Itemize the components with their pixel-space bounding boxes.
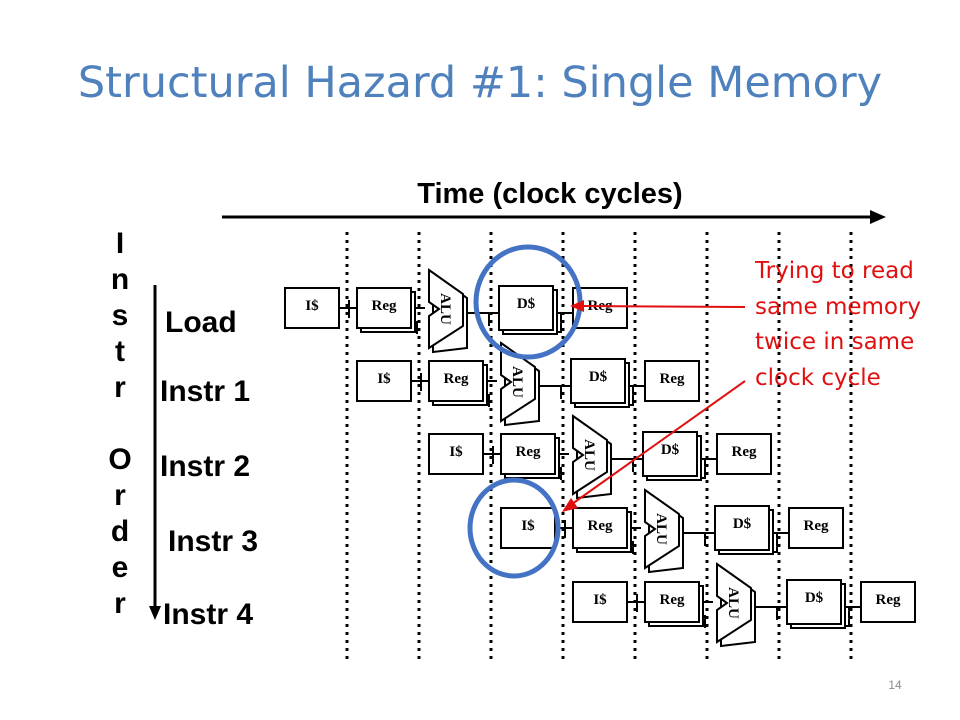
- axis-letter: r: [114, 371, 126, 404]
- dmem-stage: D$: [714, 505, 774, 555]
- dmem-stage: D$: [570, 358, 630, 408]
- stage-label: Reg: [372, 298, 397, 314]
- ifetch-stage: I$: [500, 507, 556, 549]
- reg-write-stage: Reg: [788, 507, 844, 549]
- callout-line: twice in same: [755, 329, 915, 356]
- pipeline-row: I$ Reg ALU D$ Reg: [572, 562, 916, 648]
- instruction-label: Instr 3: [168, 525, 259, 558]
- reg-write-stage: Reg: [716, 433, 772, 475]
- stage-label: Reg: [876, 592, 901, 608]
- reg-write-stage: Reg: [860, 581, 916, 623]
- dmem-stage: D$: [498, 285, 558, 335]
- page-number: 14: [888, 678, 902, 692]
- callout-line: clock cycle: [755, 364, 881, 391]
- callout-arrowhead: [562, 498, 578, 512]
- alu-stage: ALU: [572, 414, 612, 500]
- alu-label: ALU: [653, 513, 669, 545]
- callout-line: same memory: [755, 293, 922, 320]
- callout-arrow: [581, 305, 746, 308]
- ifetch-stage: I$: [572, 581, 628, 623]
- axis-letter: I: [115, 227, 125, 260]
- stage-label: D$: [661, 442, 680, 458]
- time-axis-arrowhead: [870, 210, 886, 224]
- axis-letter: s: [111, 299, 129, 332]
- stage-label: D$: [733, 516, 752, 532]
- dmem-stage: D$: [786, 579, 846, 629]
- reg-read-stage: Reg: [428, 360, 488, 406]
- reg-read-stage: Reg: [644, 581, 704, 627]
- alu-stage: ALU: [428, 268, 468, 354]
- order-axis-arrowhead: [149, 606, 161, 620]
- stage-label: Reg: [516, 444, 541, 460]
- stage-label: Reg: [660, 592, 685, 608]
- callout-line: Trying to read: [755, 258, 914, 284]
- alu-stage: ALU: [716, 562, 756, 648]
- axis-letter: r: [114, 587, 126, 620]
- ifetch-stage: I$: [356, 360, 412, 402]
- axis-letter: e: [111, 551, 129, 584]
- hazard-highlight-circle: [467, 477, 561, 579]
- time-axis-label: Time (clock cycles): [417, 178, 683, 210]
- instruction-label: Instr 1: [160, 375, 251, 408]
- stage-label: I$: [449, 444, 463, 460]
- pipeline-row: I$ Reg ALU D$ Reg: [500, 488, 844, 574]
- stage-label: D$: [589, 369, 608, 385]
- stage-label: Reg: [660, 371, 685, 387]
- stage-label: I$: [377, 371, 391, 387]
- instruction-label: Instr 2: [160, 450, 251, 483]
- pipeline-row: I$ Reg ALU D$ Reg: [356, 341, 700, 427]
- stage-label: I$: [593, 592, 607, 608]
- alu-stage: ALU: [500, 341, 540, 427]
- axis-letter: O: [108, 443, 132, 476]
- dmem-stage: D$: [642, 431, 702, 481]
- reg-read-stage: Reg: [572, 507, 632, 553]
- reg-read-stage: Reg: [500, 433, 560, 479]
- axis-letter: d: [110, 515, 130, 548]
- stage-label: D$: [805, 590, 824, 606]
- stage-label: Reg: [732, 444, 757, 460]
- instruction-label: Load: [165, 306, 237, 339]
- alu-label: ALU: [437, 293, 453, 325]
- stage-label: I$: [521, 518, 535, 534]
- alu-label: ALU: [509, 366, 525, 398]
- instruction-label: Instr 4: [163, 598, 254, 631]
- slide-title: Structural Hazard #1: Single Memory: [77, 58, 883, 108]
- stage-label: Reg: [444, 371, 469, 387]
- callout-arrow: [571, 380, 746, 505]
- ifetch-stage: I$: [428, 433, 484, 475]
- callout-arrowhead: [570, 300, 584, 312]
- axis-letter: t: [115, 335, 125, 368]
- stage-label: Reg: [804, 518, 829, 534]
- stage-label: D$: [517, 296, 536, 312]
- alu-label: ALU: [581, 439, 597, 471]
- hazard-callout: Trying to read same memory twice in same…: [755, 254, 955, 397]
- alu-stage: ALU: [644, 488, 684, 574]
- axis-letter: n: [110, 263, 130, 296]
- pipeline-row: I$ Reg ALU D$ Reg: [428, 414, 772, 500]
- reg-read-stage: Reg: [356, 287, 416, 333]
- stage-label: I$: [305, 298, 319, 314]
- reg-write-stage: Reg: [644, 360, 700, 402]
- stage-label: Reg: [588, 518, 613, 534]
- alu-label: ALU: [725, 587, 741, 619]
- ifetch-stage: I$: [284, 287, 340, 329]
- axis-letter: r: [114, 479, 126, 512]
